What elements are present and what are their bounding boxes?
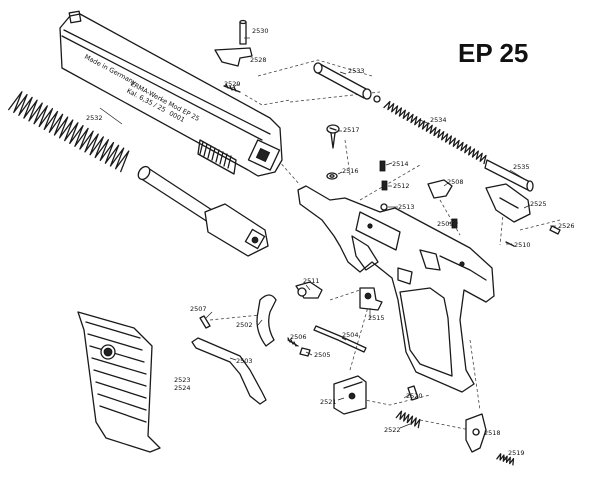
part-label: 2533	[348, 67, 365, 75]
part-label: 2517	[343, 126, 360, 134]
mag-catch-block	[333, 375, 367, 415]
part-label: 2502	[236, 321, 253, 329]
firing-pin	[484, 159, 534, 192]
part-label: 2535	[513, 163, 530, 171]
pin-2507	[199, 315, 211, 329]
part-label: 2521	[320, 398, 337, 406]
grip-panel	[77, 311, 161, 453]
recoil-spring	[8, 91, 130, 173]
disconnector	[359, 287, 383, 311]
part-labels: 2530 2528 2529 2533 2532 2534 2517 2514 …	[86, 27, 575, 457]
part-label: 2509	[437, 220, 454, 228]
trigger	[256, 294, 277, 347]
part-label: 2505	[314, 351, 331, 359]
safety-block	[485, 183, 561, 247]
part-label: 2524	[174, 384, 191, 392]
leaf-spring	[313, 325, 367, 353]
part-label: 2532	[86, 114, 103, 122]
part-label: 2508	[447, 178, 464, 186]
part-label: 2503	[236, 357, 253, 365]
diagram-title: EP 25	[458, 38, 529, 68]
trigger-spring-pin	[287, 337, 311, 357]
screw-and-ring	[326, 124, 340, 180]
spring-2522	[395, 410, 421, 429]
part-label: 2525	[530, 200, 547, 208]
leader-lines	[99, 37, 556, 461]
part-label: 2515	[368, 314, 385, 322]
part-label: 2507	[190, 305, 207, 313]
slide: ERMA-Werke Mod EP 25 Kal. 6,35 / 25 0001…	[59, 10, 283, 177]
firing-pin-spring	[383, 100, 487, 165]
trigger-bar	[191, 337, 267, 405]
spring-2519	[496, 453, 515, 466]
hammer	[295, 281, 323, 299]
part-label: 2520	[406, 392, 423, 400]
part-label: 2518	[484, 429, 501, 437]
part-label: 2506	[290, 333, 307, 341]
pin-2520	[407, 385, 419, 401]
part-label: 2516	[342, 167, 359, 175]
part-label: 2513	[398, 203, 415, 211]
frame	[297, 185, 495, 393]
part-label: 2514	[392, 160, 409, 168]
part-label: 2522	[384, 426, 401, 434]
part-label: 2504	[342, 331, 359, 339]
small-pins	[379, 160, 458, 229]
part-label: 2528	[250, 56, 267, 64]
extractor-parts	[214, 19, 253, 93]
part-label: 2523	[174, 376, 191, 384]
barrel	[137, 165, 269, 257]
part-label: 2512	[393, 182, 410, 190]
part-label: 2530	[252, 27, 269, 35]
guide-rod	[313, 62, 381, 103]
part-label: 2526	[558, 222, 575, 230]
part-label: 2510	[514, 241, 531, 249]
part-label: 2534	[430, 116, 447, 124]
part-label: 2519	[508, 449, 525, 457]
magazine-catch	[465, 413, 487, 453]
part-label: 2529	[224, 80, 241, 88]
part-label: 2511	[303, 277, 320, 285]
